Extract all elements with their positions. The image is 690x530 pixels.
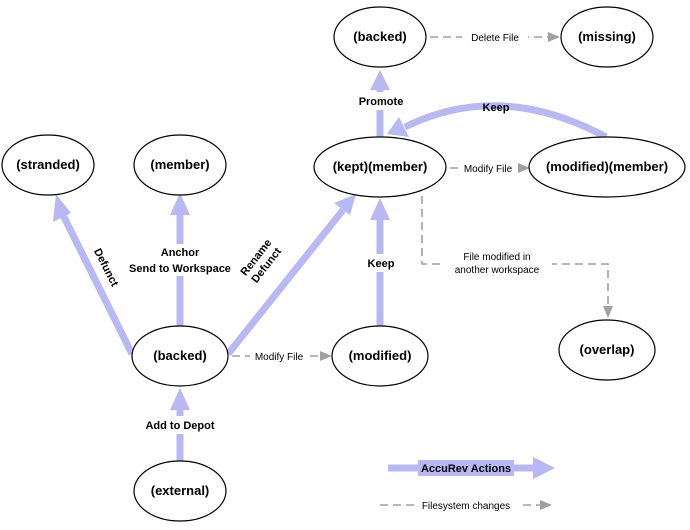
label-keep-top: Keep xyxy=(483,102,510,114)
state-node-overlap: (overlap) xyxy=(558,319,656,381)
state-node-modified-member: (modified)(member) xyxy=(528,136,686,198)
label-modify-file-top: Modify File xyxy=(464,164,513,175)
label-add-to-depot: Add to Depot xyxy=(145,420,214,432)
label-anchor: Anchor xyxy=(161,247,200,259)
label-promote: Promote xyxy=(359,96,404,108)
node-label: (kept)(member) xyxy=(333,159,428,174)
node-label: (backed) xyxy=(353,29,406,44)
label-delete-file: Delete File xyxy=(471,33,519,44)
node-label: (modified)(member) xyxy=(546,159,668,174)
node-label: (external) xyxy=(151,483,210,498)
state-node-stranded: (stranded) xyxy=(1,134,95,196)
node-label: (missing) xyxy=(578,29,636,44)
legend-filesystem-changes: Filesystem changes xyxy=(380,497,552,513)
label-modify-file-mid: Modify File xyxy=(255,352,304,363)
state-node-backed-mid: (backed) xyxy=(131,325,229,387)
label-send-to-workspace: Send to Workspace xyxy=(129,263,231,275)
legend-accurev-actions: AccuRev Actions xyxy=(388,457,555,479)
label-keep-mid: Keep xyxy=(368,258,395,270)
filesystem-arrows xyxy=(232,32,613,361)
state-node-missing: (missing) xyxy=(560,6,654,68)
arrow-keep-top xyxy=(387,102,608,141)
state-node-backed-top: (backed) xyxy=(333,6,427,68)
node-label: (stranded) xyxy=(16,157,80,172)
state-node-modified: (modified) xyxy=(331,325,429,387)
node-label: (overlap) xyxy=(580,342,635,357)
state-node-member: (member) xyxy=(133,134,227,196)
legend: AccuRev Actions Filesystem changes xyxy=(380,457,555,513)
arrow-defunct xyxy=(53,194,136,356)
arrow-add-to-depot xyxy=(170,388,190,468)
node-label: (modified) xyxy=(349,348,412,363)
legend-label-filesystem-changes: Filesystem changes xyxy=(422,501,510,512)
state-node-kept-member: (kept)(member) xyxy=(313,136,447,198)
arrow-rename-defunct xyxy=(225,194,356,357)
state-node-external: (external) xyxy=(133,460,227,522)
label-file-modified-line2: another workspace xyxy=(455,265,540,276)
label-file-modified-line1: File modified in xyxy=(463,252,530,263)
node-label: (backed) xyxy=(153,348,206,363)
legend-label-accurev-actions: AccuRev Actions xyxy=(421,463,511,475)
node-label: (member) xyxy=(150,157,209,172)
